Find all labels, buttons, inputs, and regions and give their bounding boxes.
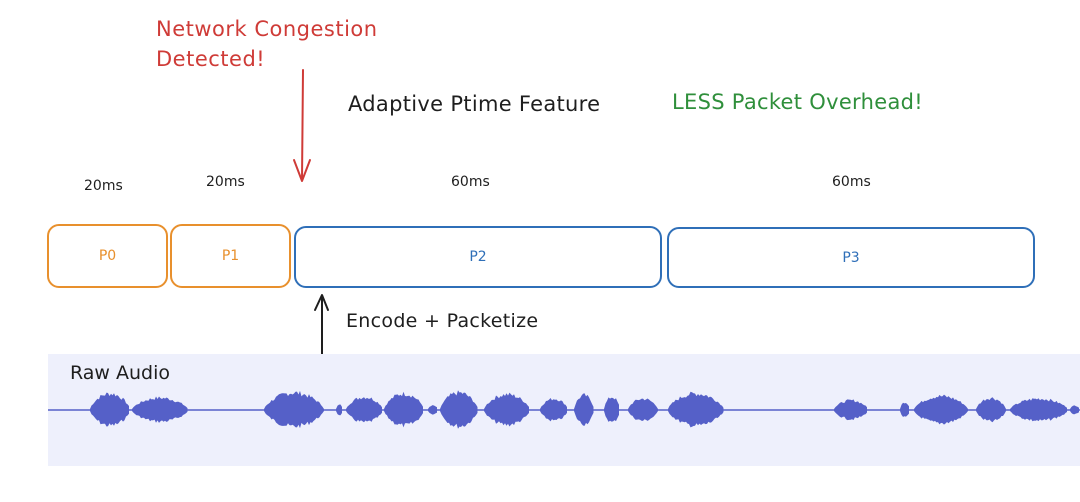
benefit-note: LESS Packet Overhead! xyxy=(672,90,923,114)
packet-box: P2 xyxy=(294,226,662,288)
packet-label: P3 xyxy=(842,249,860,266)
waveform-segment xyxy=(574,393,594,426)
waveform-segment xyxy=(440,390,478,429)
waveform-segment xyxy=(90,392,129,427)
packet-duration: 60ms xyxy=(832,174,871,190)
congestion-arrow-icon xyxy=(293,69,311,182)
audio-waveform xyxy=(48,390,1080,429)
waveform-segment xyxy=(484,392,529,427)
packet-duration: 60ms xyxy=(451,174,490,190)
waveform-segment xyxy=(1070,405,1079,415)
packet-label: P1 xyxy=(221,248,240,264)
packet-box: P3 xyxy=(667,227,1035,288)
congestion-alert-line1: Network Congestion xyxy=(156,17,378,41)
waveform-segment xyxy=(900,402,909,417)
waveform-segment xyxy=(264,390,324,429)
encode-arrow-icon xyxy=(314,294,329,359)
congestion-alert-line2: Detected! xyxy=(156,47,266,71)
waveform-segment xyxy=(336,404,342,416)
waveform-segment xyxy=(604,397,619,422)
packet-box: P0 xyxy=(47,224,168,288)
waveform-segment xyxy=(834,399,867,421)
packet-box: P1 xyxy=(170,224,291,288)
packet-duration: 20ms xyxy=(84,178,123,194)
waveform-segment xyxy=(132,396,188,423)
packet-label: P2 xyxy=(469,249,487,265)
waveform-segment xyxy=(346,397,382,423)
waveform-segment xyxy=(668,391,724,428)
waveform-segment xyxy=(628,398,658,421)
packet-label: P0 xyxy=(98,248,117,264)
waveform-segment xyxy=(1010,398,1067,422)
waveform-segment xyxy=(428,405,437,415)
feature-title: Adaptive Ptime Feature xyxy=(348,92,601,116)
waveform-segment xyxy=(914,394,968,425)
waveform-segment xyxy=(976,397,1006,423)
waveform-segment xyxy=(540,398,567,422)
raw-audio-label: Raw Audio xyxy=(70,362,171,384)
encode-label: Encode + Packetize xyxy=(346,310,539,332)
waveform-segment xyxy=(384,391,423,428)
packet-duration: 20ms xyxy=(206,174,245,190)
